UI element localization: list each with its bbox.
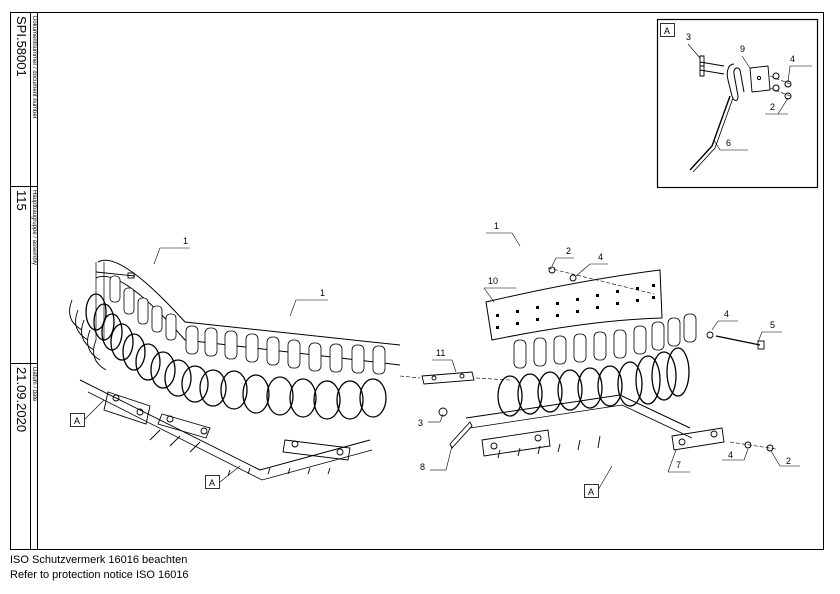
- callout-right-2-bottom: 2: [786, 456, 791, 466]
- callout-detail-3: 3: [686, 32, 691, 42]
- callout-mid-11: 11: [436, 348, 445, 358]
- assembly-number: 115: [14, 190, 29, 211]
- bar-10-holes: [496, 284, 655, 329]
- view-marker-left-a1: A: [74, 416, 80, 426]
- doc-number: SPI.58001: [14, 16, 29, 77]
- callout-detail-4: 4: [790, 54, 795, 64]
- callout-right-4-top: 4: [598, 252, 603, 262]
- callout-mid-3: 3: [418, 418, 423, 428]
- callout-leaders: [83, 232, 800, 491]
- callout-left-1a: 1: [183, 236, 188, 246]
- doc-number-label: Dokumentnummer / document number: [31, 16, 37, 119]
- callout-right-4-bolt: 4: [724, 309, 729, 319]
- callout-right-4-bottom: 4: [728, 450, 733, 460]
- view-marker-boxes: [70, 413, 599, 498]
- callout-right-10: 10: [488, 276, 498, 286]
- callout-right-5: 5: [770, 320, 775, 330]
- left-rake-assembly: [69, 259, 401, 481]
- callout-left-1b: 1: [320, 288, 325, 298]
- detail-box-label: A: [664, 26, 670, 36]
- callout-right-2-top: 2: [566, 246, 571, 256]
- drawing-date: 21.09.2020: [14, 367, 29, 433]
- callout-labels: A 3 9 4 2 6 1 1 1 2 4 10 4 5 11 3 8 7 4 …: [74, 26, 795, 497]
- view-marker-right-a: A: [588, 487, 594, 497]
- view-marker-left-a2: A: [209, 478, 215, 488]
- right-tine-tabs: [513, 313, 697, 369]
- left-tine-tabs: [109, 275, 386, 375]
- protection-notice-en: Refer to protection notice ISO 16016: [10, 569, 189, 581]
- callout-mid-8: 8: [420, 462, 425, 472]
- callout-detail-6: 6: [726, 138, 731, 148]
- assembly-label: Hauptbaugruppe / assembly: [31, 190, 37, 266]
- protection-notice-de: ISO Schutzvermerk 16016 beachten: [10, 554, 188, 566]
- drawing-frame: [10, 12, 824, 550]
- left-tine-loops: [85, 293, 387, 420]
- callout-right-7: 7: [676, 460, 681, 470]
- detail-a-view: [656, 18, 819, 189]
- callout-detail-9: 9: [740, 44, 745, 54]
- callout-right-1: 1: [494, 221, 499, 231]
- right-rake-assembly: [399, 266, 777, 459]
- callout-detail-2: 2: [770, 102, 775, 112]
- right-tine-loops: [497, 347, 690, 417]
- date-label: Datum / date: [31, 367, 37, 402]
